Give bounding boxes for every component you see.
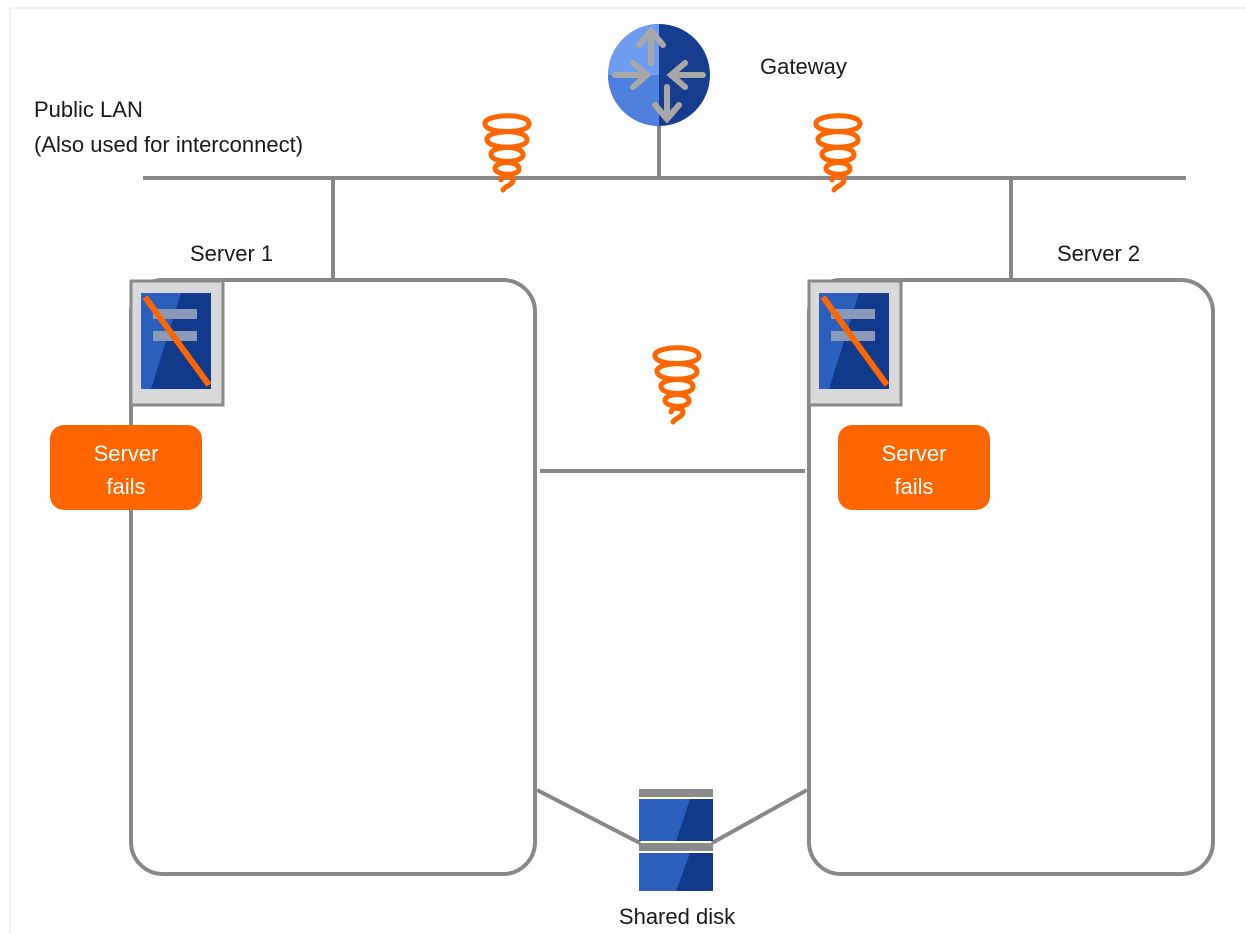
server1-status-badge xyxy=(50,425,202,510)
server1-label: Server 1 xyxy=(190,241,273,266)
gateway-label: Gateway xyxy=(760,54,847,79)
server2-failed-icon xyxy=(809,281,901,405)
server1-box xyxy=(129,278,537,876)
server2-disk-link xyxy=(711,788,808,845)
public-lan-label: Public LAN xyxy=(34,97,143,122)
server1-status-line2: fails xyxy=(106,474,145,499)
server1-disk-link xyxy=(536,788,641,845)
shared-disk-icon xyxy=(639,789,713,891)
server2-status-line1: Server xyxy=(882,441,947,466)
shared-disk-label: Shared disk xyxy=(619,904,736,929)
interconnect-failure-icon xyxy=(655,348,699,422)
server2-status-badge xyxy=(838,425,990,510)
server1-status-line1: Server xyxy=(94,441,159,466)
gateway-router-icon xyxy=(608,24,710,126)
public-lan-sublabel: (Also used for interconnect) xyxy=(34,132,303,157)
server1-failed-icon xyxy=(131,281,223,405)
server2-status-line2: fails xyxy=(894,474,933,499)
server2-label: Server 2 xyxy=(1057,241,1140,266)
